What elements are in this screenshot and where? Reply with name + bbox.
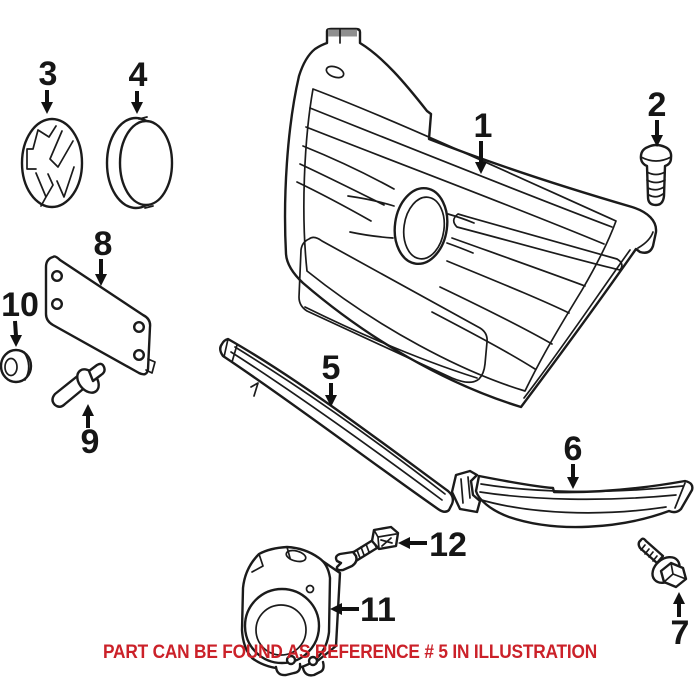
- bracket-hole: [51, 298, 64, 311]
- callout-6-label: 6: [564, 430, 583, 468]
- callout-9: 9: [81, 404, 100, 461]
- emblem-outline: [20, 117, 84, 209]
- callout-10: 10: [1, 286, 39, 347]
- strip6-end-clip: [450, 469, 482, 514]
- callout-5-label: 5: [322, 349, 341, 387]
- bolt9-head: [87, 362, 106, 383]
- nut-facet: [23, 351, 30, 381]
- bracket-hole: [132, 349, 145, 362]
- callout-5: 5: [322, 349, 341, 407]
- bolt7-shaft: [637, 537, 665, 565]
- grille-emblem-mount-inner: [402, 196, 446, 260]
- disc-notches: [138, 116, 154, 209]
- callout-1-label: 1: [474, 107, 493, 145]
- callout-2-label: 2: [648, 86, 667, 124]
- callout-8: 8: [94, 225, 113, 286]
- rivet-tip: [334, 550, 358, 572]
- callout-7-label: 7: [671, 614, 690, 652]
- grille-slat-closed: [452, 213, 623, 271]
- callout-2-arrowhead: [651, 135, 663, 147]
- callouts: 1 2 3 4 5 6 7: [1, 55, 689, 652]
- part-8-plate-bracket-drawing: [44, 255, 156, 376]
- grille-inner-face: [303, 88, 617, 392]
- grille-lower-recess-fold: [304, 306, 478, 379]
- callout-4-arrowhead: [131, 102, 143, 114]
- callout-9-arrowhead: [82, 404, 94, 416]
- callout-11: 11: [330, 591, 396, 629]
- callout-3-label: 3: [39, 55, 58, 93]
- sensor-screw-hole: [305, 584, 315, 594]
- bracket-corner-tab: [145, 358, 156, 374]
- part-12-rivet-drawing: [334, 525, 400, 572]
- part-2-screw-drawing: [639, 143, 673, 207]
- callout-1-arrowhead: [475, 162, 487, 174]
- disc-face: [118, 119, 174, 207]
- callout-10-arrow: [13, 320, 18, 337]
- callout-6: 6: [564, 430, 583, 489]
- callout-4: 4: [129, 56, 148, 114]
- callout-2: 2: [648, 86, 667, 147]
- grille-mount-hole: [325, 65, 345, 79]
- part-11-sensor-drawing: [240, 545, 342, 677]
- emblem-logo-lines: [26, 125, 75, 207]
- part-1-grille-drawing: [283, 27, 658, 409]
- part-10-nut-drawing: [0, 348, 33, 384]
- sensor-lower-tab: [301, 660, 325, 677]
- part-9-bolt-drawing: [51, 362, 106, 408]
- screw2-threads: [640, 156, 672, 198]
- callout-11-label: 11: [360, 591, 396, 629]
- callout-12-arrowhead: [398, 537, 410, 549]
- rivet-ribs: [356, 543, 370, 559]
- grille-lower-recess-panel: [298, 236, 488, 384]
- rivet-head: [370, 525, 400, 551]
- nut-hole: [4, 357, 18, 377]
- grille-slats: [296, 107, 654, 399]
- callout-3-arrowhead: [41, 102, 53, 114]
- strip5-detail-lines: [223, 338, 446, 501]
- strip6-end-clip-lines: [460, 476, 471, 504]
- callout-6-arrowhead: [567, 477, 579, 489]
- sensor-tab-hole: [285, 654, 297, 666]
- strip6-outline: [474, 474, 694, 529]
- notice-text: PART CAN BE FOUND AS REFERENCE # 5 IN IL…: [103, 641, 597, 663]
- part-7-bolt-drawing: [637, 537, 688, 589]
- sensor-tab-hole: [307, 655, 319, 667]
- callout-3: 3: [39, 55, 58, 114]
- callout-11-arrowhead: [330, 603, 342, 615]
- sensor-top-slot: [285, 549, 307, 563]
- bracket-hole: [51, 270, 64, 283]
- sensor-lower-tab: [274, 662, 302, 677]
- callout-8-arrowhead: [95, 274, 107, 286]
- bolt7-threads: [640, 544, 658, 562]
- callout-7-arrowhead: [673, 592, 685, 604]
- bracket-outline: [44, 255, 152, 376]
- callout-7: 7: [671, 592, 690, 652]
- callout-10-label: 10: [1, 286, 39, 324]
- bolt7-hex-facets: [663, 562, 687, 583]
- bracket-hole: [132, 321, 145, 334]
- part-4-cover-disc-drawing: [105, 116, 174, 210]
- rivet-head-lines: [373, 529, 397, 550]
- callout-12: 12: [398, 526, 467, 564]
- sensor-lens-inner: [255, 604, 307, 656]
- grille-emblem-mount-outer: [393, 186, 449, 266]
- part-3-emblem-drawing: [20, 117, 84, 209]
- callout-9-label: 9: [81, 423, 100, 461]
- callout-1: 1: [474, 107, 493, 174]
- part-6-lower-grille-strip-drawing: [450, 469, 694, 529]
- callout-12-label: 12: [429, 526, 467, 564]
- callout-10-arrowhead: [10, 335, 22, 347]
- part-5-lower-grille-strip-drawing: [219, 337, 455, 513]
- callout-8-label: 8: [94, 225, 113, 263]
- callout-5-arrowhead: [325, 395, 337, 407]
- callout-4-label: 4: [129, 56, 148, 94]
- sensor-corner-lines: [251, 546, 291, 573]
- grille-top-tab-shade: [328, 29, 357, 37]
- strip6-detail-lines: [477, 482, 686, 514]
